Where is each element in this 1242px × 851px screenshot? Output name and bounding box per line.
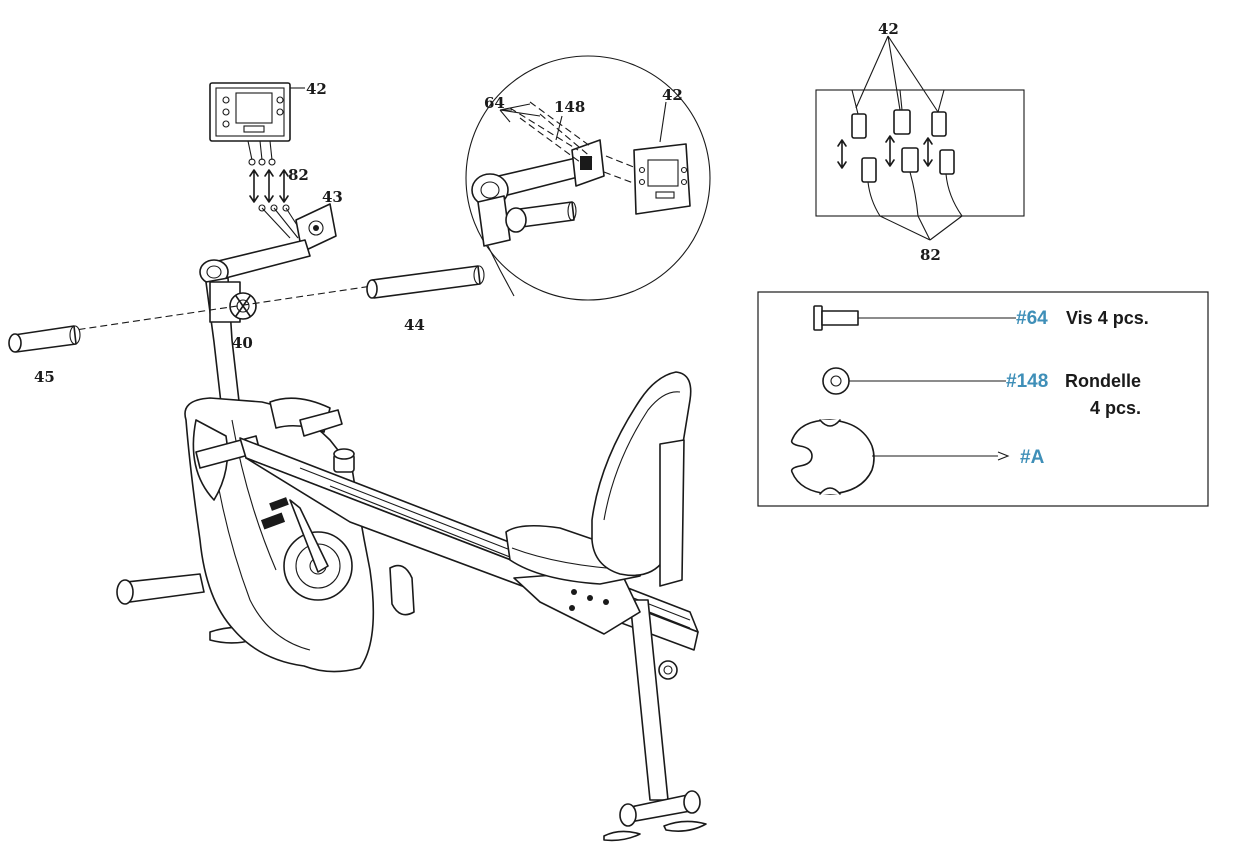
callouts: 42 82 43 44 40 45 64 148 42 42 82	[34, 20, 941, 386]
connector-lower-2	[901, 147, 919, 173]
washer-quantity: 4 pcs.	[1090, 398, 1141, 418]
connector-upper-3	[931, 111, 947, 137]
callout-40: 40	[232, 334, 253, 352]
connector-detail	[815, 35, 1025, 241]
connector-upper-2	[893, 109, 911, 135]
wrench-tool-icon	[790, 419, 1010, 495]
callout-45: 45	[34, 368, 55, 386]
screw-icon	[813, 305, 1016, 331]
connector-upper-1	[851, 113, 867, 139]
callout-44: 44	[404, 316, 425, 334]
callout-64: 64	[484, 94, 505, 112]
grip-axis	[34, 285, 373, 337]
hardware-legend: #64 Vis 4 pcs. #148 Rondelle 4 pcs. #A	[757, 291, 1209, 507]
grip-44	[371, 265, 481, 299]
callout-82: 82	[288, 166, 309, 184]
console-42	[209, 82, 291, 142]
console-cables	[247, 140, 273, 161]
right-foot-pedal	[389, 564, 415, 616]
tool-number: #A	[1020, 447, 1045, 468]
washer-text: Rondelle	[1065, 371, 1141, 391]
screw-number: #64	[1016, 308, 1048, 329]
connector-box	[815, 89, 1025, 217]
console-screen	[235, 92, 273, 124]
callout-42-connector: 42	[878, 20, 899, 38]
backrest-support	[659, 439, 685, 587]
callout-42-console: 42	[306, 80, 327, 98]
callout-42-detail: 42	[662, 86, 683, 104]
handlebar-assembly	[8, 239, 485, 413]
connector-lower-3	[939, 149, 955, 175]
connect-arrows	[249, 169, 289, 203]
washer-number: #148	[1006, 371, 1048, 392]
machine-frame	[116, 371, 707, 842]
detail-circle	[465, 55, 711, 301]
callout-82-connector: 82	[920, 246, 941, 264]
console-group	[209, 82, 337, 253]
screw-text: Vis 4 pcs.	[1066, 308, 1149, 328]
crank-arm	[289, 499, 329, 573]
connector-arrows	[837, 135, 933, 169]
callout-148: 148	[554, 98, 585, 116]
connector-lower-1	[861, 157, 877, 183]
callout-43: 43	[322, 188, 343, 206]
front-stabilizer	[125, 573, 205, 603]
grip-45	[13, 325, 77, 353]
washer-icon	[822, 367, 1006, 395]
